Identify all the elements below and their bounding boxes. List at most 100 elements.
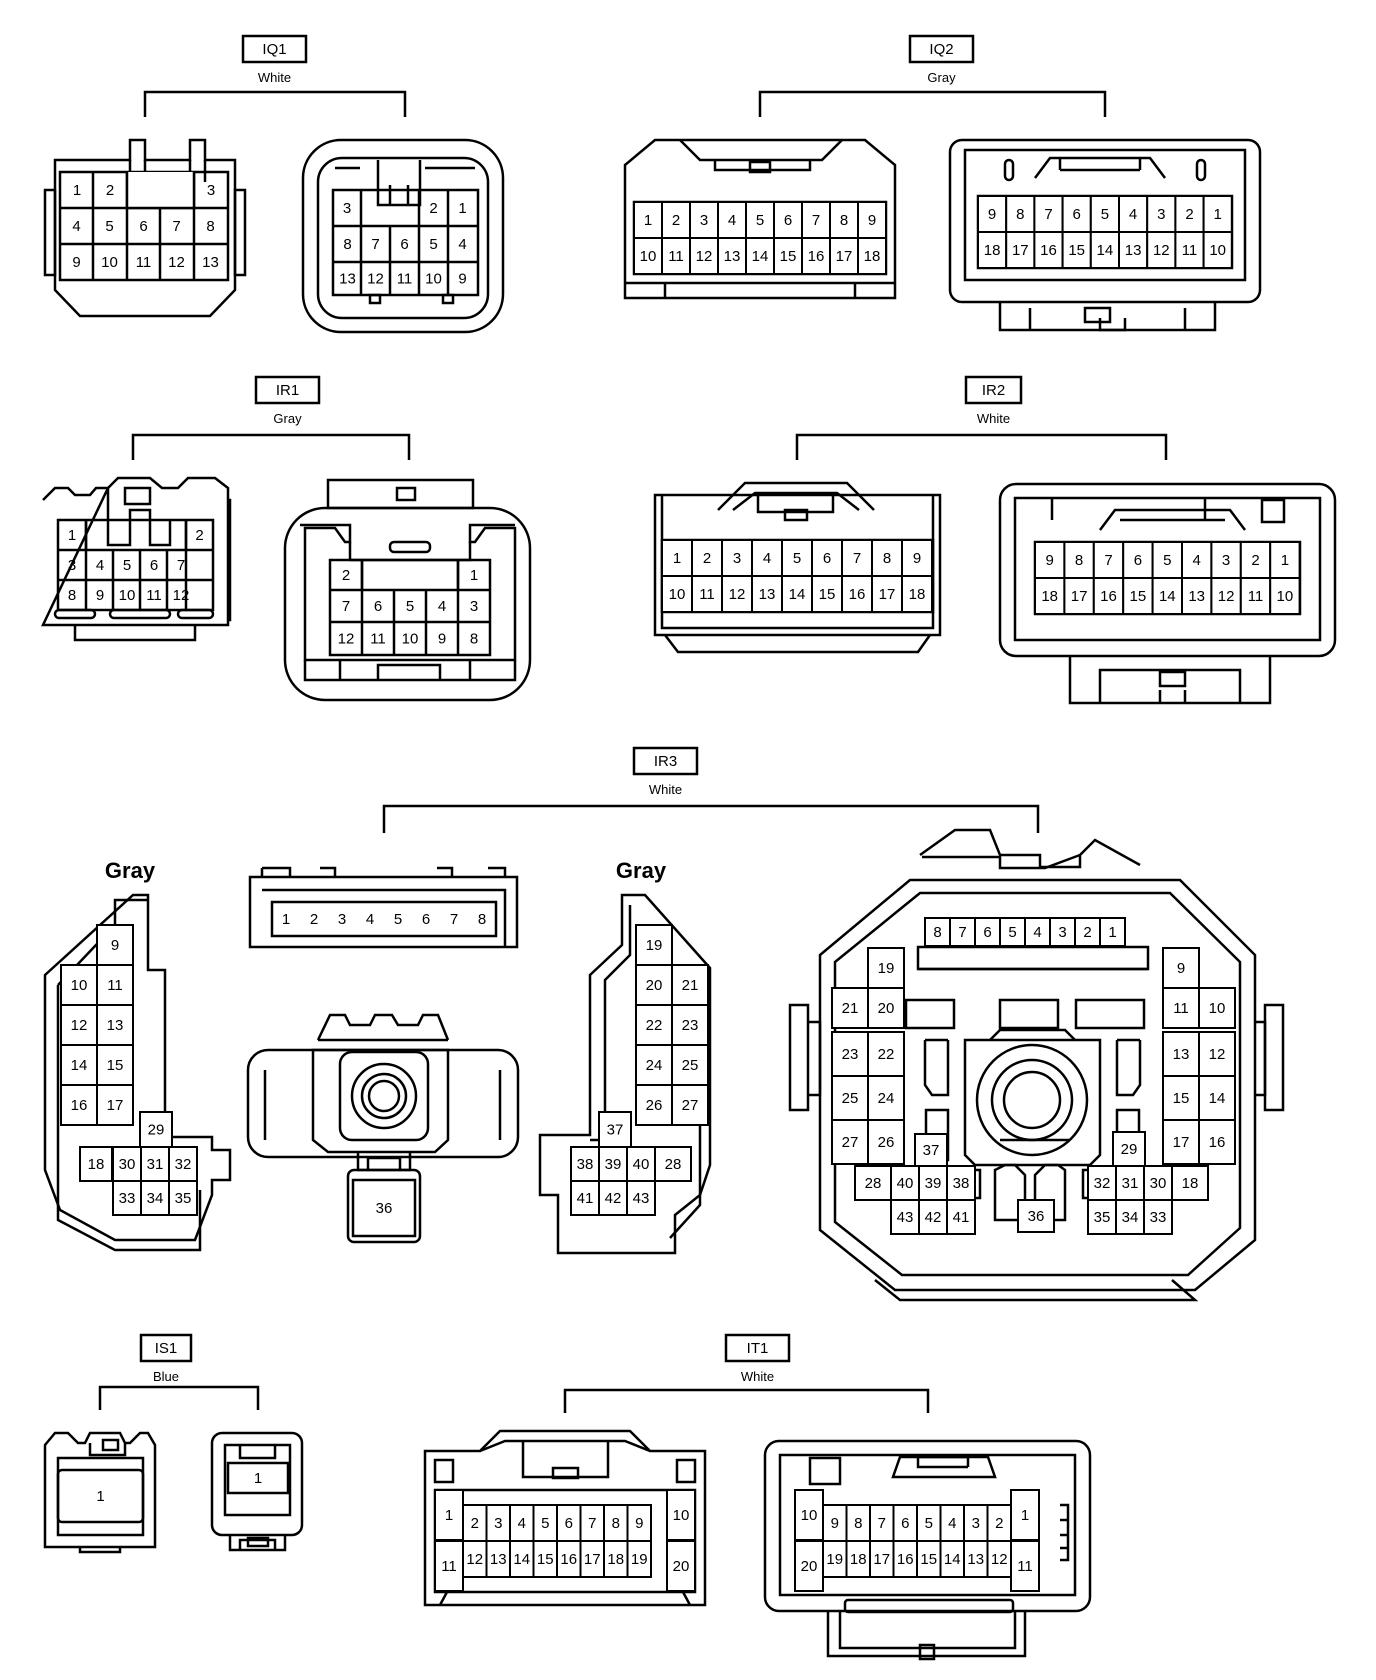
pin-number: 5 [925,1515,933,1532]
pin-number: 9 [831,1515,839,1532]
pin-ir3-big: 27 [831,1119,869,1165]
pin-ir3-big: 21 [831,987,869,1029]
pin-ir3-strip: 5 [394,911,402,928]
pin-ir2-left: 7 [841,539,873,577]
pin-ir2-left: 6 [811,539,843,577]
pin-ir2-left: 4 [751,539,783,577]
pin-number: 10 [402,631,419,648]
pin-number: 9 [458,271,466,288]
pin-cell [794,1540,824,1592]
pin-iq1-right: 4 [458,236,466,253]
pin-cell [1239,541,1272,579]
pin-number: 18 [909,586,926,603]
pin-number: 17 [1012,242,1029,259]
pin-cell [901,575,933,613]
pin-number: 15 [780,248,797,265]
pin-cell [871,575,903,613]
pin-number: 15 [1068,242,1085,259]
pin-ir3-big: 41 [946,1199,976,1235]
pin-cell [1034,541,1066,579]
pin-number: 4 [1033,924,1041,941]
pin-number: 29 [148,1122,165,1139]
pin-cell [857,201,887,239]
pin-cell [867,1119,905,1165]
pin-number: 31 [147,1156,164,1173]
connector-group-it1: IT1 White [423,1333,1092,1661]
pin-it1-right: 17 [869,1540,895,1578]
pin-ir3-strip: 8 [478,911,486,928]
pin-ir3-gray-left: 17 [96,1084,134,1126]
pin-ir3-big: 30 [1143,1165,1173,1201]
pin-cell [1198,1075,1236,1121]
pin-number: 2 [1251,552,1259,569]
pin-number: 8 [478,911,486,928]
pin-iq2-left: 14 [745,237,775,275]
pin-iq2-left: 17 [829,237,859,275]
pin-ir3-gray-right: 39 [598,1146,628,1182]
pin-ir3-gray-right: 38 [570,1146,600,1182]
pin-number: 5 [406,598,414,615]
pin-iq1-right: 5 [429,236,437,253]
pin-ir3-gray-left: 10 [60,964,98,1006]
pin-ir3-big: 18 [1171,1165,1209,1201]
pin-is1-right: 1 [254,1470,262,1487]
pin-number: 8 [1016,206,1024,223]
pin-number: 18 [850,1551,867,1568]
pin-number: 8 [883,550,891,567]
pin-ir3-strip: 7 [450,911,458,928]
pin-ir3-big: 38 [946,1165,976,1201]
pin-iq1-right: 9 [458,271,466,288]
pin-ir3-big: 28 [854,1165,892,1201]
pin-iq2-left: 1 [633,201,663,239]
pin-number: 3 [733,550,741,567]
pin-cell [666,1489,696,1541]
pin-ir1-left: 1 [68,527,76,544]
pin-number: 33 [1150,1209,1167,1226]
pin-number: 38 [953,1175,970,1192]
pin-ir3-big: 17 [1162,1119,1200,1165]
pin-cell [1162,1075,1200,1121]
pin-iq2-left: 9 [857,201,887,239]
pin-ir3-gray-right: 23 [671,1004,709,1046]
pin-number: 6 [150,557,158,574]
pin-number: 32 [175,1156,192,1173]
pin-iq1-left: 12 [168,254,185,271]
pin-ir1-right: 1 [470,567,478,584]
pin-number: 10 [801,1507,818,1524]
pin-ir1-right: 5 [406,598,414,615]
pin-number: 2 [1083,924,1091,941]
pin-number: 11 [1017,1558,1033,1575]
pin-iq1-left: 6 [139,218,147,235]
pin-number: 6 [983,924,991,941]
pin-number: 3 [207,182,215,199]
pin-number: 16 [560,1551,577,1568]
pin-ir3-gray-left: 33 [112,1180,142,1216]
pin-cell [671,1084,709,1126]
pin-ir1-left: 12 [173,587,190,604]
pin-cell [1099,917,1126,947]
pin-number: 10 [1277,588,1294,605]
pin-ir3-gray-right: 19 [635,924,673,966]
pin-it1-left: 3 [485,1504,511,1542]
pin-number: 43 [633,1190,650,1207]
pin-it1-right: 14 [939,1540,965,1578]
pin-cell [96,1084,134,1126]
pin-ir3-big: 23 [831,1031,869,1077]
pin-ir3-big: 31 [1115,1165,1145,1201]
pin-ir1-right: 7 [342,598,350,615]
pin-number: 2 [310,911,318,928]
pin-it1-right: 11 [1010,1540,1040,1592]
pin-iq2-right: 9 [977,195,1008,233]
pin-iq2-left: 12 [689,237,719,275]
pin-ir2-right: 9 [1034,541,1066,579]
pin-ir3-big: 1 [1099,917,1126,947]
pin-number: 30 [1150,1175,1167,1192]
pin-number: 4 [1129,206,1137,223]
pin-iq2-left: 11 [661,237,691,275]
pin-number: 9 [868,212,876,229]
connector-code-it1: IT1 [747,1340,769,1357]
pin-ir3-strip: 4 [366,911,374,928]
pin-ir3-big: 35 [1087,1199,1117,1235]
pin-number: 12 [168,254,185,271]
pin-ir3-gray-left: 29 [139,1111,173,1148]
